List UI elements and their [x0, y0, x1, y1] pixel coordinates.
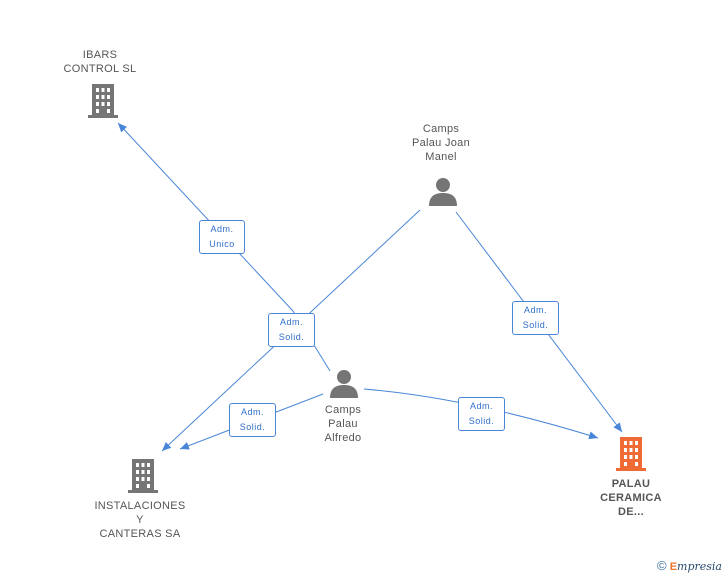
node-label-line: Camps: [422, 123, 460, 135]
node-label-line: DE...: [618, 506, 644, 518]
node-palau-ceramica[interactable]: PALAU CERAMICA DE...: [586, 477, 676, 519]
edge-label-line: Adm.: [469, 401, 493, 411]
edge-label-adm-solid-left[interactable]: Adm. Solid.: [229, 403, 276, 437]
node-label-line: Camps: [324, 404, 362, 416]
edge-label-adm-solid-bottom[interactable]: Adm. Solid.: [458, 397, 505, 431]
edge-label-line: Solid.: [239, 422, 266, 432]
node-label-line: Palau: [328, 418, 358, 430]
edge-label-line: Adm.: [523, 305, 547, 315]
building-icon: [88, 84, 118, 118]
node-label-line: Y: [136, 514, 144, 526]
building-icon: [616, 437, 646, 471]
node-label-line: IBARS: [82, 49, 118, 61]
edge-label-adm-solid-right[interactable]: Adm. Solid.: [512, 301, 559, 335]
edge-label-line: Unico: [209, 239, 235, 249]
edge-alfredo-ibars: [117, 122, 294, 312]
edge-label-line: Adm.: [240, 407, 264, 417]
edge-label-line: Solid.: [278, 332, 305, 342]
node-label-line: Alfredo: [324, 432, 362, 444]
node-label-line: Manel: [425, 151, 457, 163]
node-label-line: CERAMICA: [600, 492, 662, 504]
empresia-logo: © Empresia: [657, 558, 722, 573]
person-icon: [330, 370, 358, 398]
brand-name: mpresia: [677, 560, 722, 573]
edge-label-line: Adm.: [279, 317, 303, 327]
edge-label-adm-solid-center[interactable]: Adm. Solid.: [268, 313, 315, 347]
edge-label-adm-unico[interactable]: Adm. Unico: [199, 220, 245, 254]
edge-label-line: Solid.: [468, 416, 495, 426]
node-label-line: PALAU: [611, 478, 651, 490]
edge-label-line: Adm.: [210, 224, 234, 234]
brand-initial: E: [669, 561, 678, 573]
building-icon: [128, 459, 158, 493]
edge-label-line: Solid.: [522, 320, 549, 330]
node-label-line: Palau Joan: [411, 137, 471, 149]
node-label-line: CANTERAS SA: [99, 528, 181, 540]
node-camps-palau-joan-manel[interactable]: Camps Palau Joan Manel: [391, 122, 491, 164]
copyright-symbol: ©: [657, 558, 667, 573]
node-ibars-control[interactable]: IBARS CONTROL SL: [50, 48, 150, 76]
node-label-line: INSTALACIONES: [94, 500, 186, 512]
person-icon: [429, 178, 457, 206]
node-camps-palau-alfredo[interactable]: Camps Palau Alfredo: [293, 403, 393, 445]
node-instalaciones-canteras[interactable]: INSTALACIONES Y CANTERAS SA: [85, 499, 195, 541]
node-label-line: CONTROL SL: [63, 63, 137, 75]
